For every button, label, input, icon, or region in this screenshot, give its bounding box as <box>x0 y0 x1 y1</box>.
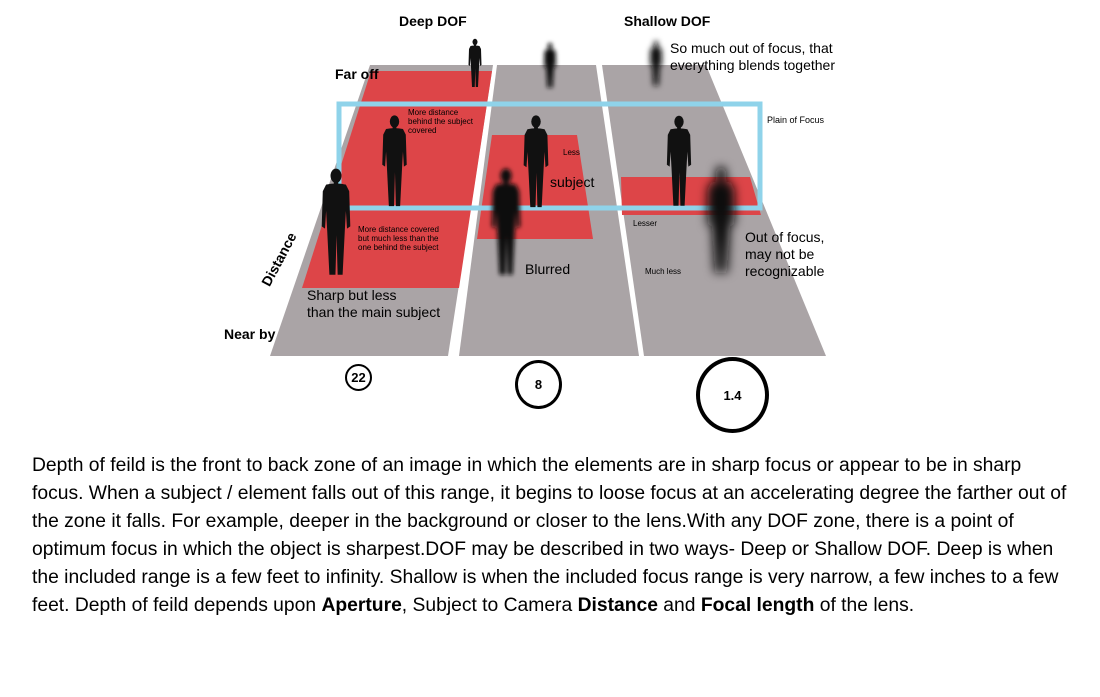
far-blend-note: So much out of focus, that everything bl… <box>670 40 835 73</box>
description-text-3: and <box>657 595 701 616</box>
description-text-1: Depth of feild is the front to back zone… <box>32 455 1067 616</box>
description-text-4: of the lens. <box>814 595 915 616</box>
focal-length-term: Focal length <box>700 595 815 616</box>
subject-label: subject <box>550 174 595 190</box>
f-number-22: 22 <box>345 364 372 391</box>
aperture-term: Aperture <box>321 595 402 616</box>
mid-blurred-note: Blurred <box>525 261 571 277</box>
mid-less-note: Less <box>563 148 580 157</box>
shallow-out-of-focus-note: Out of focus, may not be recognizable <box>745 229 825 279</box>
shallow-much-less-note: Much less <box>645 267 682 276</box>
f-number-8: 8 <box>515 360 562 409</box>
near-by-label: Near by <box>224 326 276 342</box>
deep-behind-note: More distance behind the subject covered <box>408 108 473 136</box>
shallow-lesser-note: Lesser <box>633 219 658 228</box>
deep-near-note: Sharp but less than the main subject <box>307 287 441 320</box>
dof-description: Depth of feild is the front to back zone… <box>32 452 1072 620</box>
distance-term: Distance <box>577 595 658 616</box>
dof-diagram <box>270 38 826 356</box>
plane-of-focus-label: Plain of Focus <box>767 115 825 125</box>
far-off-label: Far off <box>335 66 379 82</box>
heading-deep-dof: Deep DOF <box>399 13 467 29</box>
deep-front-note: More distance covered but much less than… <box>358 225 439 253</box>
f-number-1-4: 1.4 <box>696 357 769 433</box>
description-text-2: , Subject to Camera <box>401 595 578 616</box>
heading-shallow-dof: Shallow DOF <box>624 13 711 29</box>
plane-of-focus-frame <box>336 101 763 211</box>
